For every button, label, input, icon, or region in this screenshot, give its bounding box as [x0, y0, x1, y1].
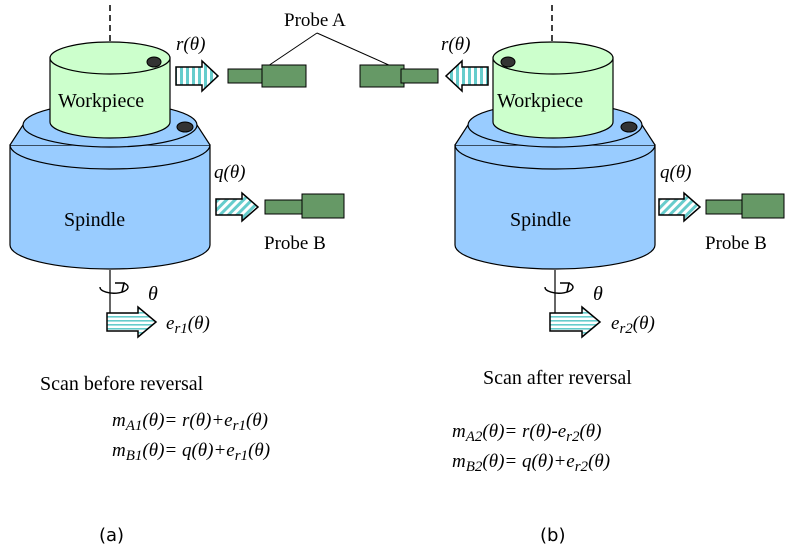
caption: (a): [99, 525, 124, 546]
spindle-marker: [176, 121, 194, 133]
theta-label: θ: [593, 283, 603, 305]
panel-b: Spindle Workpiece r(θ) q(θ) Probe B θ er…: [359, 5, 785, 546]
q-arrow-b: [658, 191, 702, 223]
rotation-icon: [544, 282, 574, 294]
equation-1: mA1(θ)= r(θ)+er1(θ): [112, 410, 268, 434]
workpiece-label: Workpiece: [497, 90, 583, 112]
q-arrow-a: [215, 191, 260, 223]
probe-a-leader-right: [316, 32, 401, 71]
rotation-icon: [99, 282, 129, 294]
e-theta-label: er1(θ): [166, 313, 210, 337]
probe-a-label: Probe A: [284, 10, 346, 31]
rotation-arrowhead-icon: [560, 282, 570, 293]
e-arrow-a: [106, 305, 158, 339]
equation-1: mA2(θ)= r(θ)-er2(θ): [452, 421, 601, 445]
spindle-label: Spindle: [510, 209, 571, 231]
workpiece-a: [49, 41, 171, 139]
q-theta-label: q(θ): [660, 162, 692, 183]
probe-b-label: Probe B: [705, 233, 767, 254]
q-theta-label: q(θ): [214, 162, 246, 183]
spindle-label: Spindle: [64, 209, 125, 231]
rotation-arrowhead-icon: [115, 282, 125, 293]
r-theta-label: r(θ): [176, 34, 205, 55]
panel-a: Spindle Workpiece r(θ) q(θ) Probe B θ: [9, 5, 345, 546]
probe-b-a: [264, 193, 345, 219]
r-arrow-b: [444, 59, 489, 93]
probe-b-label: Probe B: [264, 233, 326, 254]
workpiece-b: [492, 41, 614, 139]
workpiece-marker: [500, 56, 516, 68]
workpiece-marker: [146, 56, 162, 68]
equation-2: mB2(θ)= q(θ)+er2(θ): [452, 451, 610, 475]
e-arrow-b: [549, 305, 602, 339]
equation-2: mB1(θ)= q(θ)+er1(θ): [112, 440, 270, 464]
probe-a-leader-left: [261, 32, 318, 71]
caption: (b): [540, 525, 565, 546]
e-theta-label: er2(θ): [611, 313, 655, 337]
workpiece-label: Workpiece: [58, 90, 144, 112]
r-theta-label: r(θ): [441, 34, 470, 55]
r-arrow-a: [175, 59, 220, 93]
probe-a-left: [227, 64, 307, 88]
theta-label: θ: [148, 283, 158, 305]
scan-title: Scan before reversal: [40, 373, 204, 395]
probe-a-right: [359, 64, 439, 88]
probe-b-b: [705, 193, 785, 219]
scan-title: Scan after reversal: [483, 367, 632, 389]
spindle-marker: [620, 121, 638, 133]
